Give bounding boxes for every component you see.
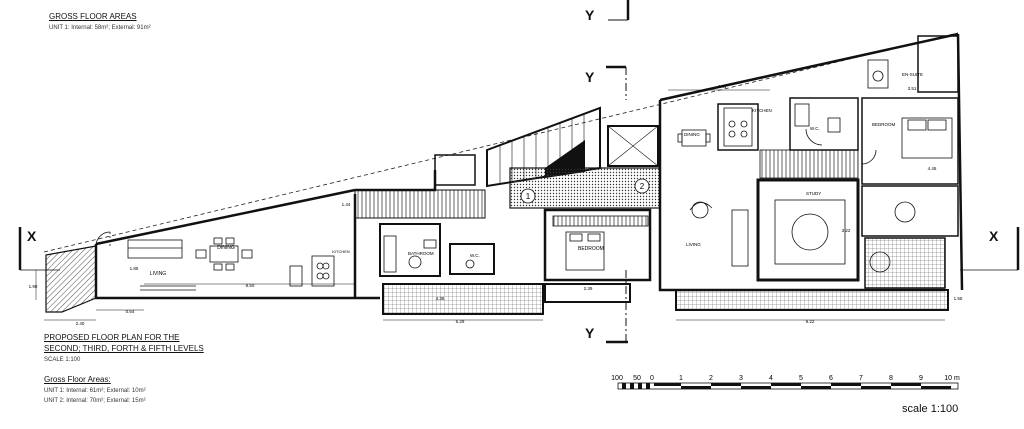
scale-label-9: 7 xyxy=(859,375,863,382)
mid-balcony-left xyxy=(382,283,544,315)
dim-240: 2.40 xyxy=(76,321,85,326)
dim-441: 4.41 xyxy=(718,84,727,89)
corridor-hatch xyxy=(354,189,486,219)
site-boundary xyxy=(43,32,959,253)
section-line-y xyxy=(606,0,630,344)
room-kitchen-right: KITCHEN xyxy=(752,108,772,113)
dim-922: 9.22 xyxy=(806,319,815,324)
right-interior-walls xyxy=(717,35,959,289)
dimension-labels: 2.40 0.64 1.90 1.85 8.50 1.44 5.29 4.35 … xyxy=(29,84,963,326)
room-study: STUDY xyxy=(806,191,821,196)
dim-190: 1.90 xyxy=(29,284,38,289)
dimension-lines xyxy=(35,89,945,321)
room-wc-left: W.C. xyxy=(470,253,480,258)
left-unit-walls xyxy=(94,170,437,300)
dim-064: 0.64 xyxy=(126,309,135,314)
room-kitchen-left: KITCHEN xyxy=(332,249,350,254)
room-dining-left: DINING xyxy=(217,245,235,251)
dim-144: 1.44 xyxy=(342,202,351,207)
section-marker-y-bottom: Y xyxy=(585,325,595,341)
dim-155: 1.55 xyxy=(954,296,963,301)
right-balcony xyxy=(675,289,949,311)
dim-351: 3.51 xyxy=(908,86,917,91)
bedroom-mid-furniture xyxy=(552,215,649,271)
room-wc-right: W.C. xyxy=(810,126,820,131)
plan-scale-small: SCALE 1:100 xyxy=(44,357,81,363)
room-living-left: LIVING xyxy=(150,271,167,277)
scale-label-3: 1 xyxy=(679,375,683,382)
areas-title: Gross Floor Areas: xyxy=(44,375,111,384)
bedroom-mid-balcony xyxy=(544,283,631,303)
scale-label-8: 6 xyxy=(829,375,833,382)
lift-shaft xyxy=(607,125,659,167)
scale-label-6: 4 xyxy=(769,375,773,382)
plan-title-line2: SECOND; THIRD, FORTH & FIFTH LEVELS xyxy=(44,344,204,353)
scale-bar-labels: 100 50 0 1 2 3 4 5 6 7 8 9 10 m xyxy=(611,375,960,382)
room-bedroom-mid: BEDROOM xyxy=(578,246,604,252)
scale-label-2: 0 xyxy=(650,375,654,382)
right-furniture xyxy=(677,59,953,273)
scale-label-0: 100 xyxy=(611,375,623,382)
dim-322: 3.22 xyxy=(842,228,851,233)
dim-529: 5.29 xyxy=(456,319,465,324)
section-marker-x-left: X xyxy=(27,228,37,244)
service-room xyxy=(434,154,476,186)
scale-bar xyxy=(617,382,959,390)
dim-435: 4.35 xyxy=(436,296,445,301)
circle-2 xyxy=(634,178,650,194)
gross-floor-areas-title: GROSS FLOOR AREAS xyxy=(49,12,137,21)
room-bathroom: BATHROOM xyxy=(408,251,434,256)
scale-caption: scale 1:100 xyxy=(902,403,959,415)
areas-unit2: UNIT 2: Internal: 70m²; External: 15m² xyxy=(44,398,146,404)
gross-floor-areas-line: UNIT 1: Internal: 58m²; External: 91m² xyxy=(49,25,151,31)
room-en-suite: EN-SUITE xyxy=(902,72,923,77)
dim-239: 2.39 xyxy=(584,286,593,291)
dim-850: 8.50 xyxy=(246,283,255,288)
dim-185: 1.85 xyxy=(130,266,139,271)
section-marker-y-upper: Y xyxy=(585,69,595,85)
left-furniture xyxy=(95,231,335,291)
bathroom-walls xyxy=(379,223,495,277)
room-bedroom-right: BEDROOM xyxy=(872,122,896,127)
scale-label-4: 2 xyxy=(709,375,713,382)
left-balcony xyxy=(45,245,97,313)
dim-445: 4.45 xyxy=(928,166,937,171)
areas-unit1: UNIT 1: Internal: 61m²; External: 10m² xyxy=(44,388,146,394)
scale-label-10: 8 xyxy=(889,375,893,382)
circle-1 xyxy=(520,188,536,204)
section-marker-y-top: Y xyxy=(585,7,595,23)
room-dining-right: DINING xyxy=(684,132,700,137)
scale-label-1: 50 xyxy=(633,375,641,382)
section-marker-x-right: X xyxy=(989,228,999,244)
plan-title-line1: PROPOSED FLOOR PLAN FOR THE xyxy=(44,333,180,342)
right-hatch-strip xyxy=(759,149,859,179)
bathroom-fixtures xyxy=(383,235,475,273)
bedroom-mid-walls xyxy=(543,208,652,282)
circle-2-label: 2 xyxy=(640,182,645,191)
scale-label-5: 3 xyxy=(739,375,743,382)
circle-1-label: 1 xyxy=(526,192,531,201)
scale-label-12: 10 m xyxy=(944,375,960,382)
scale-label-11: 9 xyxy=(919,375,923,382)
room-living-right: LIVING xyxy=(686,242,701,247)
scale-label-7: 5 xyxy=(799,375,803,382)
